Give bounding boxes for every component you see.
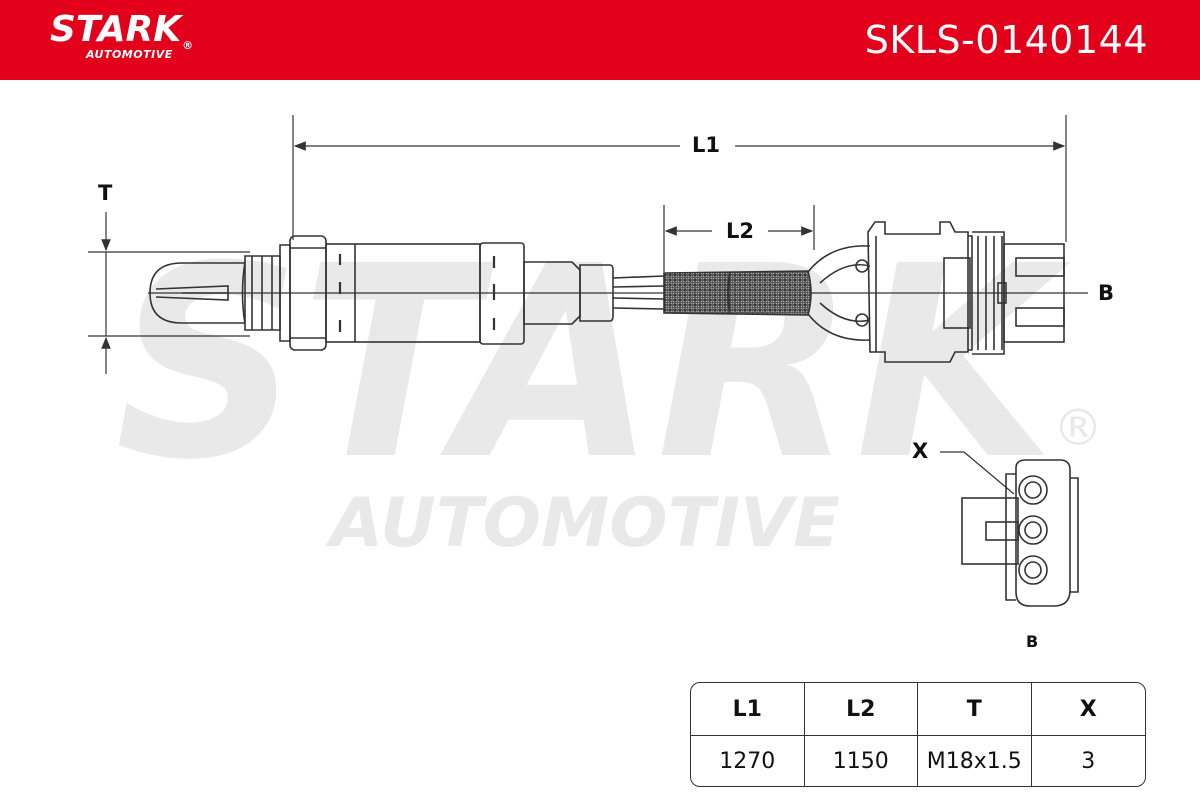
label-l2: L2	[726, 219, 754, 243]
spec-value-l1: 1270	[691, 736, 805, 786]
connector-front-view	[940, 451, 1079, 607]
spec-header-row: L1 L2 T X	[691, 683, 1145, 736]
dimension-l2	[663, 205, 815, 272]
label-t: T	[98, 181, 113, 205]
spec-value-x: 3	[1081, 748, 1096, 774]
part-number: SKLS-0140144	[864, 18, 1148, 62]
brand-subtitle: AUTOMOTIVE	[86, 48, 173, 61]
label-l1: L1	[692, 133, 720, 157]
brand-logo: STARK® AUTOMOTIVE	[50, 9, 194, 62]
label-b-front: B	[1026, 632, 1039, 651]
wire-leads	[612, 275, 665, 310]
sensor-body	[325, 242, 614, 345]
label-x: X	[912, 439, 929, 463]
spec-header-x: X	[1031, 683, 1145, 736]
sensor-drawing	[88, 115, 1088, 607]
dimension-t	[88, 212, 250, 374]
spec-value-row: 1270 1150 M18x1.5 3	[691, 736, 1145, 786]
registered-icon: ®	[182, 39, 194, 52]
brand-name: STARK	[50, 9, 182, 50]
spec-table: L1 L2 T X 1270 1150 M18x1.5 3	[690, 682, 1146, 787]
label-b-side: B	[1098, 281, 1115, 305]
spec-value-t: M18x1.5	[918, 736, 1032, 786]
connector-side-view	[867, 221, 1065, 363]
spec-header-l2: L2	[804, 683, 918, 736]
sensor-probe	[149, 262, 245, 324]
dimension-l1	[292, 115, 1067, 242]
spec-value-l2: 1150	[805, 736, 918, 786]
header-bar: STARK® AUTOMOTIVE SKLS-0140144	[0, 0, 1200, 80]
spec-header-l1: L1	[691, 683, 805, 736]
spec-header-t: T	[918, 683, 1032, 736]
braided-sleeve	[663, 270, 812, 316]
connector-cable	[807, 245, 871, 341]
